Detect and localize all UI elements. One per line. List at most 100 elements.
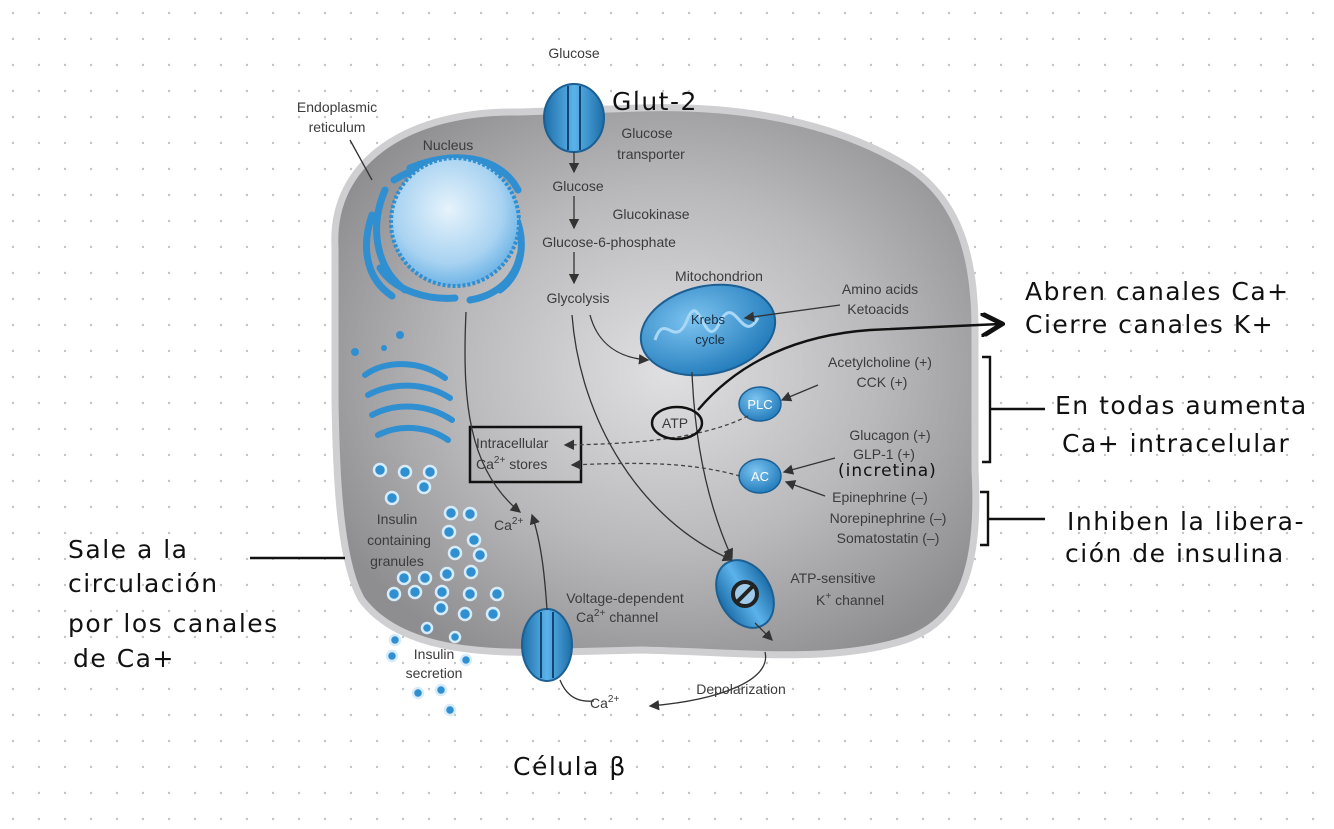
- insulin-granule: [385, 649, 399, 663]
- sale-line-3: por los canales: [68, 609, 279, 638]
- glucose-inside-label: Glucose: [552, 178, 604, 194]
- insulin-granule: [396, 570, 412, 586]
- ac-enzyme: AC: [738, 458, 782, 494]
- insulin-granule: [459, 653, 473, 667]
- glp1-label: GLP-1 (+): [853, 446, 915, 462]
- secreted-insulin-granules: [385, 621, 473, 717]
- intracellular-label: Intracellular: [476, 435, 549, 451]
- atp-sensitive-k-channel: [715, 559, 775, 629]
- g6p-label: Glucose-6-phosphate: [542, 234, 676, 250]
- granules-label-1: Insulin: [377, 511, 417, 527]
- krebs-label-2: cycle: [695, 332, 725, 347]
- insulin-granule: [462, 506, 478, 522]
- insulin-granule: [463, 564, 479, 580]
- glucose-transporter: [543, 83, 605, 153]
- atp-label: ATP: [662, 415, 688, 431]
- en-todas-line-2: Ca+ intracelular: [1062, 429, 1290, 458]
- incretina-annotation: (incretina): [838, 461, 937, 481]
- en-todas-line-1: En todas aumenta: [1055, 391, 1308, 420]
- insulin-granule: [372, 462, 388, 478]
- nucleus: [389, 156, 521, 288]
- ca-outside-label: Ca2+: [590, 694, 619, 711]
- insulin-granule: [441, 524, 457, 540]
- insulin-granule: [397, 464, 413, 480]
- diagram-labels: Glucose Endoplasmic reticulum Nucleus Gl…: [297, 45, 946, 711]
- insulin-granule: [443, 505, 459, 521]
- insulin-granule: [462, 586, 478, 602]
- mitochondrion: [639, 283, 777, 377]
- glut2-annotation: Glut-2: [612, 87, 698, 116]
- glycolysis-label: Glycolysis: [546, 290, 609, 306]
- insulin-granule: [466, 532, 482, 548]
- cck-label: CCK (+): [857, 374, 908, 390]
- insulin-granule: [457, 606, 473, 622]
- ca-stores-label: Ca2+ stores: [476, 455, 547, 472]
- glucagon-label: Glucagon (+): [849, 427, 930, 443]
- amino-acids-label: Amino acids: [842, 281, 918, 297]
- insulin-granule: [411, 686, 425, 700]
- insulin-granule: [407, 584, 423, 600]
- plc-label: PLC: [747, 397, 772, 412]
- insulin-granule: [489, 586, 505, 602]
- er-label-1: Endoplasmic: [297, 99, 377, 115]
- secretion-label-1: Insulin: [414, 646, 454, 662]
- inhiben-line-1: Inhiben la libera-: [1067, 507, 1305, 536]
- inhiben-line-2: ción de insulina: [1065, 539, 1285, 568]
- insulin-granule: [420, 621, 434, 635]
- vdcc-label-2: Ca2+ channel: [576, 608, 658, 625]
- glucose-transporter-label-1: Glucose: [621, 125, 673, 141]
- ca-inside-label: Ca2+: [494, 516, 523, 533]
- depolarization-label: Depolarization: [696, 681, 786, 697]
- nucleus-label: Nucleus: [423, 137, 474, 153]
- voltage-dependent-ca-channel: [521, 608, 573, 682]
- katp-label-2: K+ channel: [816, 591, 884, 608]
- insulin-granule: [443, 703, 457, 717]
- acetylcholine-label: Acetylcholine (+): [828, 354, 932, 370]
- atp-circle-annotation: [650, 405, 704, 441]
- abren-line-2: Cierre canales K+: [1025, 310, 1274, 339]
- insulin-granule: [434, 683, 448, 697]
- insulin-granule: [434, 584, 450, 600]
- insulin-granule: [422, 464, 438, 480]
- diagram-arrows: [464, 152, 841, 711]
- insulin-granule: [448, 630, 462, 644]
- secretion-label-2: secretion: [406, 665, 463, 681]
- sale-line-2: circulación: [68, 569, 219, 598]
- glucose-top-label: Glucose: [548, 45, 600, 61]
- insulin-granule: [472, 547, 488, 563]
- krebs-label-1: Krebs: [691, 312, 725, 327]
- celula-beta-annotation: Célula β: [513, 752, 627, 781]
- somatostatin-label: Somatostatin (–): [837, 530, 940, 546]
- epinephrine-label: Epinephrine (–): [832, 489, 928, 505]
- abren-line-1: Abren canales Ca+: [1025, 277, 1290, 306]
- ac-label: AC: [751, 469, 769, 484]
- sale-line-1: Sale a la: [68, 535, 189, 564]
- insulin-granule: [386, 586, 402, 602]
- insulin-granule: [417, 570, 433, 586]
- granules-label-3: granules: [370, 553, 424, 569]
- insulin-granules: [372, 462, 505, 622]
- insulin-granule: [447, 545, 463, 561]
- insulin-granule: [485, 606, 501, 622]
- katp-label-1: ATP-sensitive: [790, 570, 876, 586]
- ketoacids-label: Ketoacids: [847, 301, 908, 317]
- insulin-granule: [439, 566, 455, 582]
- atp-arrow-annotation: [697, 324, 1000, 411]
- glucokinase-label: Glucokinase: [612, 206, 689, 222]
- glucose-transporter-label-2: transporter: [617, 146, 685, 162]
- granules-label-2: containing: [367, 532, 431, 548]
- insulin-granule: [384, 490, 400, 506]
- er-label-2: reticulum: [309, 119, 366, 135]
- intracellular-stores-box: [468, 425, 583, 484]
- norepinephrine-label: Norepinephrine (–): [830, 510, 947, 526]
- insulin-granule: [433, 600, 449, 616]
- insulin-granule: [416, 479, 432, 495]
- vdcc-label-1: Voltage-dependent: [566, 590, 684, 606]
- handwritten-annotations: Glut-2 Abren canales Ca+ Cierre canales …: [68, 87, 1308, 781]
- plc-enzyme: PLC: [738, 386, 782, 422]
- sale-line-4: de Ca+: [73, 644, 175, 673]
- golgi-apparatus: [351, 331, 455, 443]
- insulin-granule: [388, 633, 402, 647]
